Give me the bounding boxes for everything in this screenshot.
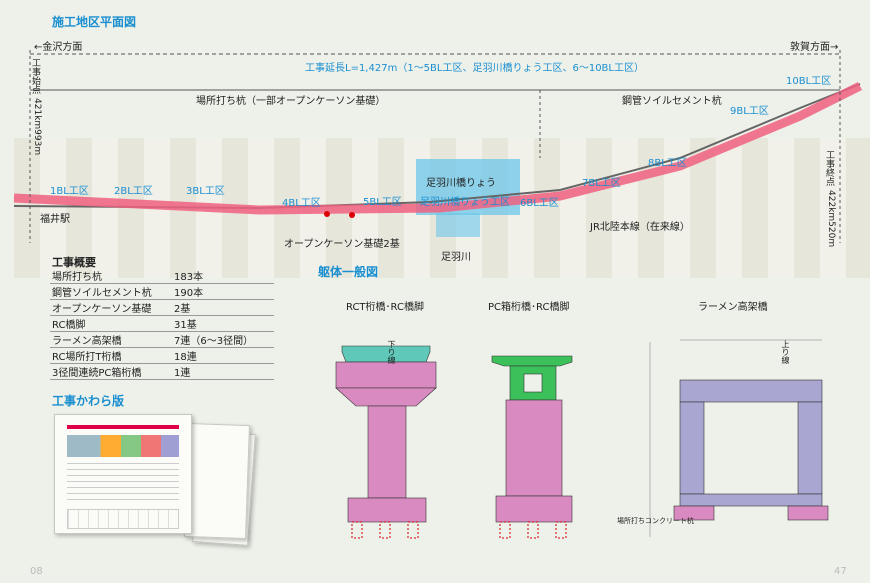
- site-plan-map: ←金沢方面 敦賀方面→ 工事延長L=1,427m（1〜5BL工区、足羽川橋りょう…: [0, 38, 870, 278]
- section-7bl: 7BL工区: [582, 178, 621, 189]
- section-10bl: 10BL工区: [786, 76, 832, 87]
- pc-deck: [491, 355, 573, 367]
- newsletter-sheet-front: [54, 414, 192, 534]
- start-km: 421km993m: [32, 98, 42, 156]
- rahmen-left-column: [679, 401, 705, 495]
- page-number-right: 47: [834, 566, 847, 577]
- diagrams-title: 躯体一般図: [318, 265, 379, 279]
- pc-footing: [495, 495, 573, 523]
- section-right-label: 鋼管ソイルセメント杭: [622, 96, 722, 107]
- direction-left: ←金沢方面: [34, 42, 83, 53]
- station-label: 福井駅: [40, 214, 70, 225]
- summary-title: 工事概要: [52, 256, 96, 269]
- summary-value: 7連（6〜3径間）: [172, 331, 274, 348]
- project-length: 工事延長L=1,427m（1〜5BL工区、足羽川橋りょう工区、6〜10BL工区）: [305, 63, 644, 74]
- section-9bl: 9BL工区: [730, 106, 769, 117]
- rct-pile: [407, 521, 419, 539]
- summary-item: 3径間連続PC箱桁橋: [50, 363, 172, 380]
- rahmen-right-column: [797, 401, 823, 495]
- track-label-right: 上り線: [781, 340, 790, 364]
- caisson-marker: [349, 212, 355, 218]
- summary-item: 場所打ち杭: [50, 268, 172, 284]
- route-svg: [13, 50, 863, 243]
- river-label: 足羽川: [441, 252, 471, 263]
- diagram-title-rahmen: ラーメン高架橋: [698, 302, 768, 313]
- pc-pile: [499, 521, 511, 539]
- end-km: 422km520m: [826, 190, 836, 248]
- pc-box-hollow: [523, 373, 543, 393]
- plan-title: 施工地区平面図: [52, 15, 137, 29]
- rct-pile: [351, 521, 363, 539]
- track-label-left: 下り線: [387, 340, 396, 364]
- section-4bl: 4BL工区: [282, 198, 321, 209]
- rahmen-slab: [679, 379, 823, 403]
- pc-pier-diagram: [491, 355, 573, 539]
- rahmen-diagram: [649, 339, 829, 537]
- rct-cap: [335, 361, 437, 389]
- river-band: [436, 213, 480, 237]
- rct-haunch: [335, 387, 437, 407]
- structure-diagrams: [335, 339, 829, 539]
- section-bridge: 足羽川橋りょう工区: [420, 197, 510, 208]
- summary-item: RC場所打T桁橋: [50, 347, 172, 364]
- construction-route: [13, 81, 863, 215]
- section-6bl: 6BL工区: [520, 198, 559, 209]
- summary-item: オープンケーソン基礎: [50, 299, 172, 316]
- pile-note: 場所打ちコンクリート杭: [617, 517, 694, 525]
- rahmen-footing-left: [673, 505, 715, 521]
- section-8bl: 8BL工区: [648, 158, 687, 169]
- summary-value: 31基: [172, 315, 274, 332]
- section-5bl: 5BL工区: [363, 197, 402, 208]
- section-2bl: 2BL工区: [114, 186, 153, 197]
- summary-value: 190本: [172, 283, 274, 300]
- pc-column: [505, 399, 563, 497]
- end-label: 工事終点: [824, 150, 834, 186]
- caisson-label: オープンケーソン基礎2基: [284, 239, 400, 250]
- pc-pile: [555, 521, 567, 539]
- newsletter-sheet-middle: [184, 422, 250, 540]
- summary-value: 1連: [172, 363, 274, 380]
- rahmen-footing-right: [787, 505, 829, 521]
- section-1bl: 1BL工区: [50, 186, 89, 197]
- summary-value: 183本: [172, 268, 274, 284]
- rct-pile: [379, 521, 391, 539]
- direction-right: 敦賀方面→: [790, 42, 839, 53]
- section-3bl: 3BL工区: [186, 186, 225, 197]
- summary-value: 18連: [172, 347, 274, 364]
- page-number-left: 08: [30, 566, 43, 577]
- summary-item: RC橋脚: [50, 315, 172, 332]
- bridge-label: 足羽川橋りょう: [426, 178, 496, 189]
- rahmen-beam: [679, 493, 823, 507]
- caisson-marker: [324, 211, 330, 217]
- rct-column: [367, 405, 407, 499]
- summary-value: 2基: [172, 299, 274, 316]
- rct-footing: [347, 497, 427, 523]
- diagram-title-pc: PC箱桁橋･RC橋脚: [488, 302, 570, 313]
- summary-item: ラーメン高架橋: [50, 331, 172, 348]
- diagram-title-rct: RCT桁橋･RC橋脚: [346, 302, 424, 313]
- start-label: 工事始点: [30, 58, 40, 94]
- rail-line-label: JR北陸本線（在来線）: [590, 222, 690, 233]
- newsletter-title: 工事かわら版: [52, 394, 125, 408]
- summary-item: 鋼管ソイルセメント杭: [50, 283, 172, 300]
- section-left-label: 場所打ち杭（一部オープンケーソン基礎）: [196, 96, 386, 107]
- pc-pile: [527, 521, 539, 539]
- rct-pier-diagram: [335, 345, 437, 539]
